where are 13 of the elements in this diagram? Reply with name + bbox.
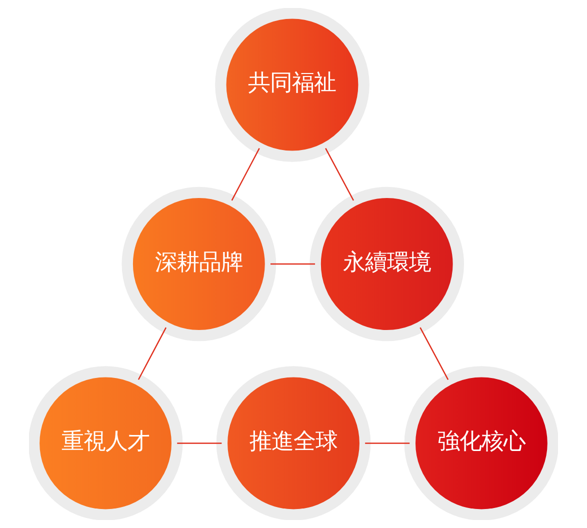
connector (420, 327, 449, 380)
connector (231, 148, 260, 201)
node-circle: 推進全球 (216, 366, 371, 520)
connector (138, 327, 167, 380)
node-circle: 共同福祉 (215, 8, 370, 162)
node-circle: 深耕品牌 (122, 186, 276, 342)
node-circle: 強化核心 (404, 366, 558, 520)
connector (177, 442, 222, 444)
node-circle: 永續環境 (310, 186, 464, 342)
connector (325, 148, 354, 201)
node-circle: 重視人才 (29, 366, 183, 520)
connector (365, 442, 410, 444)
connector (270, 263, 316, 265)
